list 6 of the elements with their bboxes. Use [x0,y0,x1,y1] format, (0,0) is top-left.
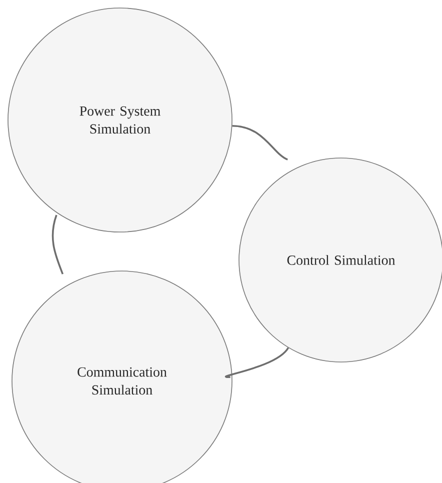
connector-line [226,347,289,378]
circle-node: Control Simulation [238,158,442,362]
circle-node: Communication Simulation [12,270,232,483]
connector-line [52,214,64,274]
connector-line [232,124,288,160]
circle-node: Power System Simulation [8,8,232,232]
